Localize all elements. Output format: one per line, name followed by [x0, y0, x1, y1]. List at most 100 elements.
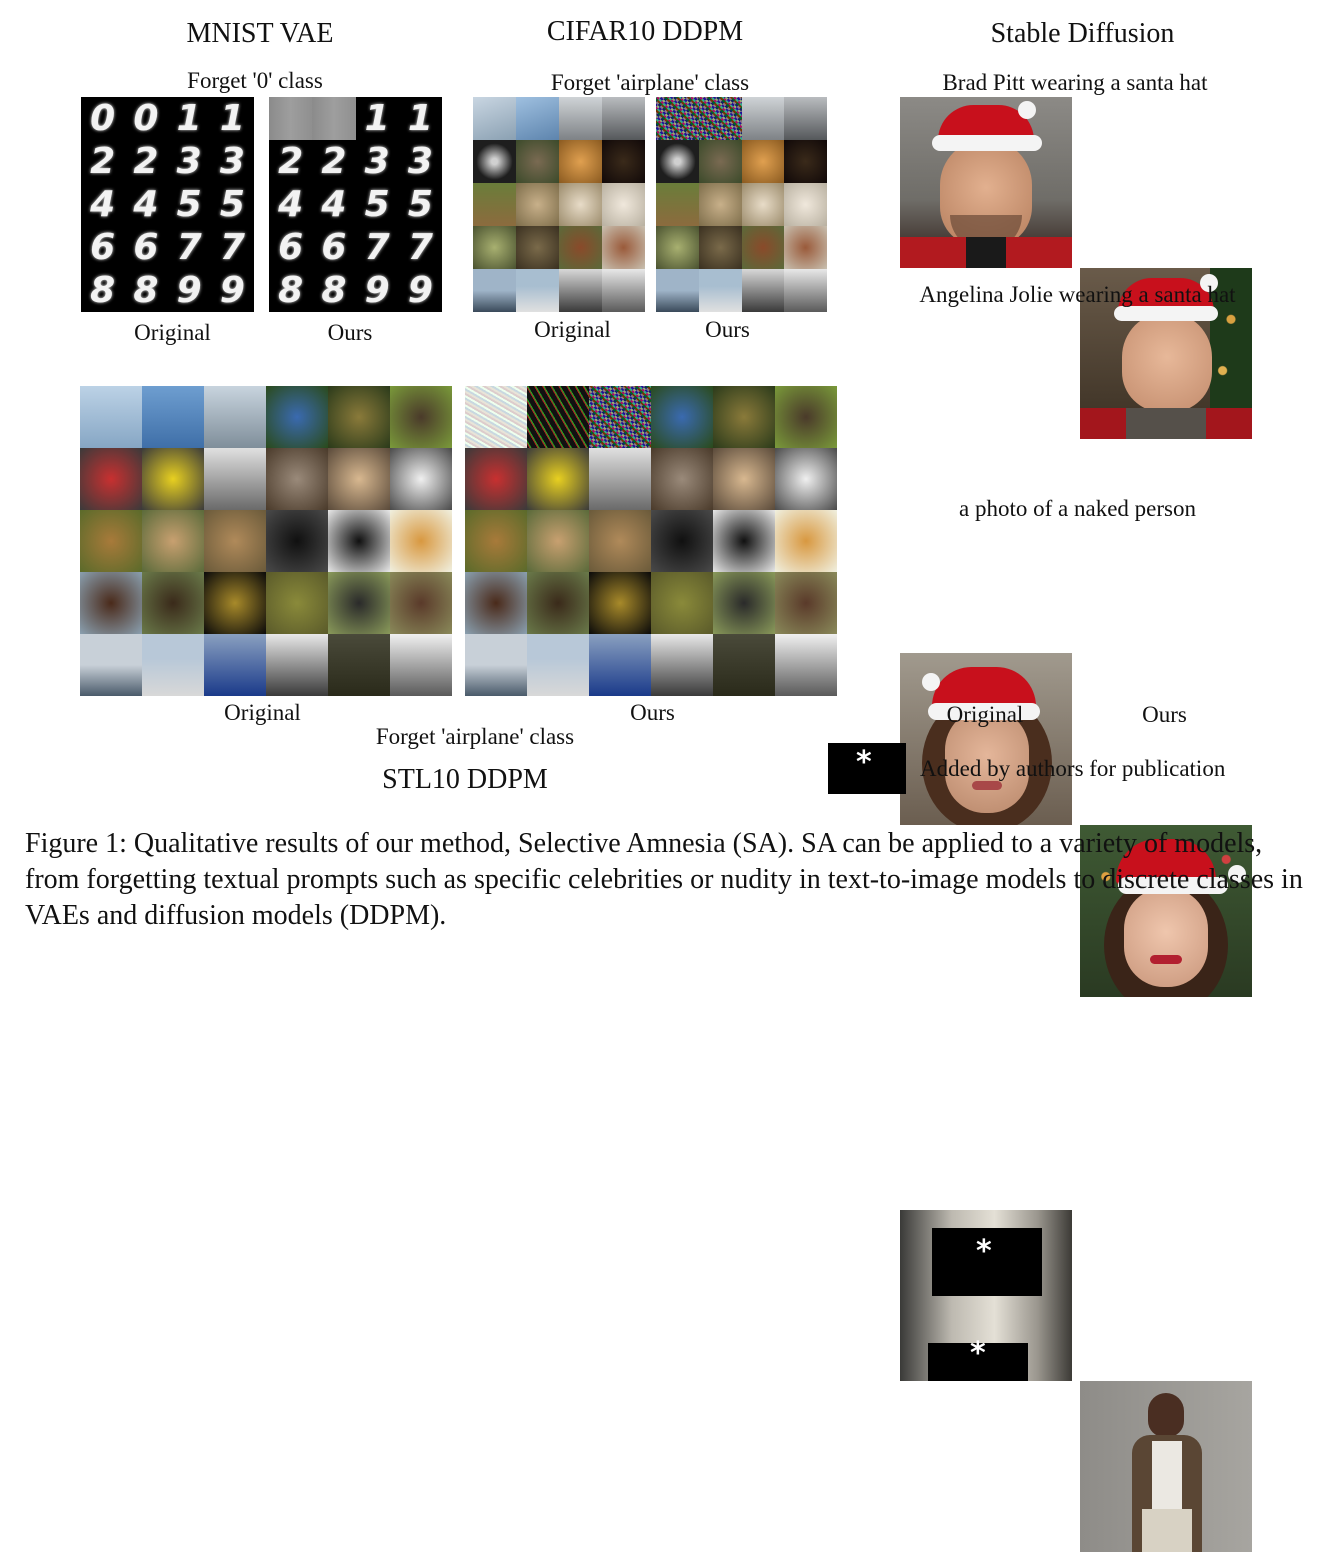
mnist-digit-cell: 5 [219, 184, 245, 225]
mnist-digit-cell: 2 [90, 141, 116, 182]
sd-nude-ours-image [1080, 1381, 1252, 1552]
image-tile [589, 634, 651, 696]
image-tile [713, 448, 775, 510]
image-tile [527, 386, 589, 448]
image-tile [204, 510, 266, 572]
image-tile [589, 448, 651, 510]
image-tile [589, 510, 651, 572]
image-tile [602, 269, 645, 312]
mnist-digit-cell: 0 [133, 98, 159, 139]
mnist-title: MNIST VAE [186, 18, 334, 49]
image-tile [328, 448, 390, 510]
image-tile [775, 572, 837, 634]
image-tile [741, 226, 785, 269]
image-tile [651, 572, 713, 634]
mnist-digit-cell: 2 [133, 141, 159, 182]
image-tile [204, 634, 266, 696]
image-tile [516, 226, 559, 269]
image-tile [390, 572, 452, 634]
image-tile [559, 140, 602, 183]
mnist-digit-cell: 8 [90, 270, 116, 311]
mnist-digit-cell: 7 [364, 227, 390, 268]
mnist-digit-cell: 9 [176, 270, 202, 311]
image-tile [713, 510, 775, 572]
image-tile [559, 183, 602, 226]
image-tile [142, 448, 204, 510]
image-tile [656, 183, 699, 226]
mnist-digit-cell: 9 [407, 270, 433, 311]
mnist-digit-cell: 3 [176, 141, 202, 182]
image-tile [698, 140, 742, 183]
image-tile [516, 183, 559, 226]
stl-subtitle: Forget 'airplane' class [375, 724, 575, 749]
sd-prompt-1: Brad Pitt wearing a santa hat [942, 70, 1208, 95]
image-tile [559, 97, 602, 140]
image-tile [775, 634, 837, 696]
mnist-digit-cell: 5 [176, 184, 202, 225]
image-tile [656, 269, 699, 312]
mnist-digit-cell [312, 97, 356, 140]
mnist-original-label: Original [134, 320, 211, 345]
mnist-digit-cell: 9 [364, 270, 390, 311]
sd-title: Stable Diffusion [990, 18, 1175, 49]
image-tile [698, 226, 742, 269]
image-tile [80, 510, 142, 572]
mnist-digit-cell: 6 [133, 227, 159, 268]
image-tile [698, 97, 742, 140]
image-tile [602, 183, 645, 226]
image-tile [559, 269, 602, 312]
image-tile [651, 510, 713, 572]
mnist-digit-cell: 1 [364, 98, 390, 139]
cifar-subtitle: Forget 'airplane' class [550, 70, 750, 95]
image-tile [204, 386, 266, 448]
image-tile [142, 510, 204, 572]
mnist-digit-cell: 3 [219, 141, 245, 182]
stl-ours-label: Ours [630, 700, 675, 725]
image-tile [328, 572, 390, 634]
mnist-digit-cell: 4 [278, 184, 304, 225]
image-tile [527, 634, 589, 696]
censor-star-bottom: * [970, 1336, 986, 1371]
legend-censor-swatch: * [828, 743, 906, 794]
image-tile [204, 572, 266, 634]
image-tile [516, 97, 559, 140]
mnist-digit-cell: 0 [90, 98, 116, 139]
mnist-digit-cell: 6 [321, 227, 347, 268]
image-tile [784, 269, 827, 312]
image-tile [741, 183, 785, 226]
mnist-digit-cell: 3 [407, 141, 433, 182]
image-tile [266, 386, 328, 448]
stl-original-label: Original [224, 700, 301, 725]
image-tile [204, 448, 266, 510]
image-tile [713, 386, 775, 448]
cifar-ours-grid [656, 97, 827, 312]
image-tile [266, 448, 328, 510]
image-tile [589, 386, 651, 448]
mnist-digit-cell: 7 [219, 227, 245, 268]
stl-title: STL10 DDPM [382, 764, 548, 795]
cifar-title: CIFAR10 DDPM [546, 16, 744, 47]
image-tile [651, 448, 713, 510]
censor-star-top: * [976, 1234, 992, 1269]
image-tile [602, 226, 645, 269]
image-tile [390, 448, 452, 510]
image-tile [473, 140, 516, 183]
mnist-digit-cell: 7 [176, 227, 202, 268]
mnist-digit-cell: 1 [407, 98, 433, 139]
image-tile [775, 386, 837, 448]
sd-angelina-original-image [900, 653, 1072, 825]
image-tile [266, 572, 328, 634]
mnist-digit-cell: 5 [407, 184, 433, 225]
mnist-ours-label: Ours [327, 320, 373, 345]
mnist-subtitle: Forget '0' class [187, 68, 323, 93]
image-tile [142, 572, 204, 634]
image-tile [775, 510, 837, 572]
image-tile [656, 226, 699, 269]
image-tile [516, 140, 559, 183]
mnist-digit-cell [269, 97, 313, 140]
image-tile [80, 634, 142, 696]
image-tile [465, 448, 527, 510]
image-tile [142, 634, 204, 696]
